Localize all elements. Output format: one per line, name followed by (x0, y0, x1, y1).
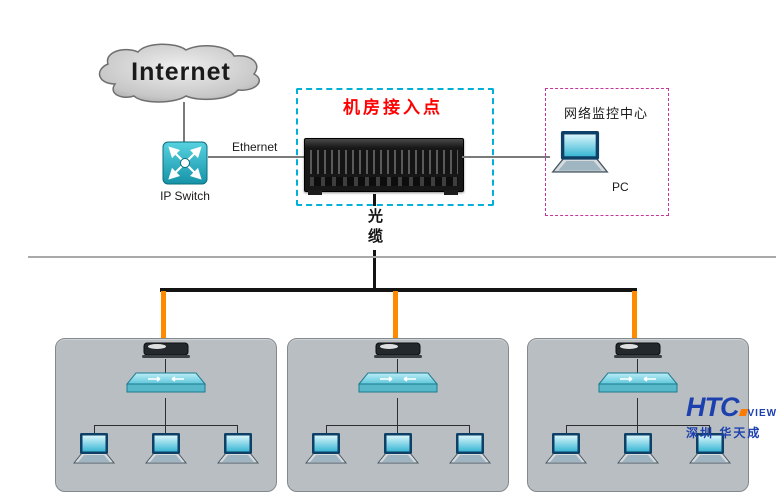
distribution-bus-line (160, 288, 637, 292)
switch-downlink-line (397, 398, 398, 425)
laptop-icon (616, 431, 660, 465)
rack-chassis-icon (304, 138, 464, 192)
monitor-center-box (545, 88, 669, 216)
lan-drop-line (237, 425, 238, 433)
vendor-logo: HTC VIEW 深圳 华天成 (686, 394, 776, 441)
switch-icon (126, 372, 206, 398)
ethernet-line (208, 156, 304, 158)
access-room-box (296, 88, 494, 206)
media-converter-icon (614, 341, 662, 359)
converter-to-switch-line (637, 359, 638, 373)
lan-drop-line (469, 425, 470, 433)
site-box (287, 338, 509, 492)
ethernet-label: Ethernet (232, 140, 278, 154)
lan-drop-line (566, 425, 567, 433)
logo-tagline: 深圳 华天成 (686, 426, 762, 440)
switch-downlink-line (637, 398, 638, 425)
logo-brand-text: HTC (686, 392, 739, 422)
internet-label: Internet (131, 58, 231, 86)
access-room-label: 机房接入点 (343, 98, 443, 117)
laptop-icon (376, 431, 420, 465)
pc-label: PC (612, 180, 629, 194)
fiber-drop-line (161, 291, 166, 338)
lan-drop-line (326, 425, 327, 433)
lan-bus-line (326, 425, 470, 426)
laptop-icon (544, 431, 588, 465)
lan-drop-line (94, 425, 95, 433)
lan-drop-line (165, 425, 166, 433)
fiber-label: 光缆 (363, 206, 386, 250)
ip-switch-label: IP Switch (160, 189, 210, 203)
converter-to-switch-line (165, 359, 166, 373)
rack-foot (308, 190, 322, 195)
laptop-icon (144, 431, 188, 465)
lan-bus-line (94, 425, 238, 426)
media-converter-icon (142, 341, 190, 359)
laptop-icon (304, 431, 348, 465)
laptop-icon (72, 431, 116, 465)
media-converter-icon (374, 341, 422, 359)
rack-foot (444, 190, 458, 195)
switch-icon (598, 372, 678, 398)
laptop-icon (448, 431, 492, 465)
ip-switch-icon (162, 141, 208, 185)
lan-drop-line (637, 425, 638, 433)
monitor-center-label: 网络监控中心 (563, 106, 648, 121)
fiber-drop-line (393, 291, 398, 338)
logo-suffix-text: VIEW (747, 408, 776, 419)
fiber-drop-line (632, 291, 637, 338)
internet-cloud-icon (98, 43, 260, 103)
laptop-icon (216, 431, 260, 465)
switch-downlink-line (165, 398, 166, 425)
lan-bus-line (566, 425, 710, 426)
converter-to-switch-line (397, 359, 398, 373)
rack-to-pc-line (462, 156, 550, 158)
logo-accent-mark (738, 409, 748, 416)
lan-drop-line (397, 425, 398, 433)
lan-drop-line (709, 425, 710, 433)
pc-laptop-icon (550, 128, 610, 175)
site-box (55, 338, 277, 492)
site-box (527, 338, 749, 492)
internet-to-ipswitch-line (183, 102, 185, 142)
section-divider-line (28, 256, 776, 258)
switch-icon (358, 372, 438, 398)
